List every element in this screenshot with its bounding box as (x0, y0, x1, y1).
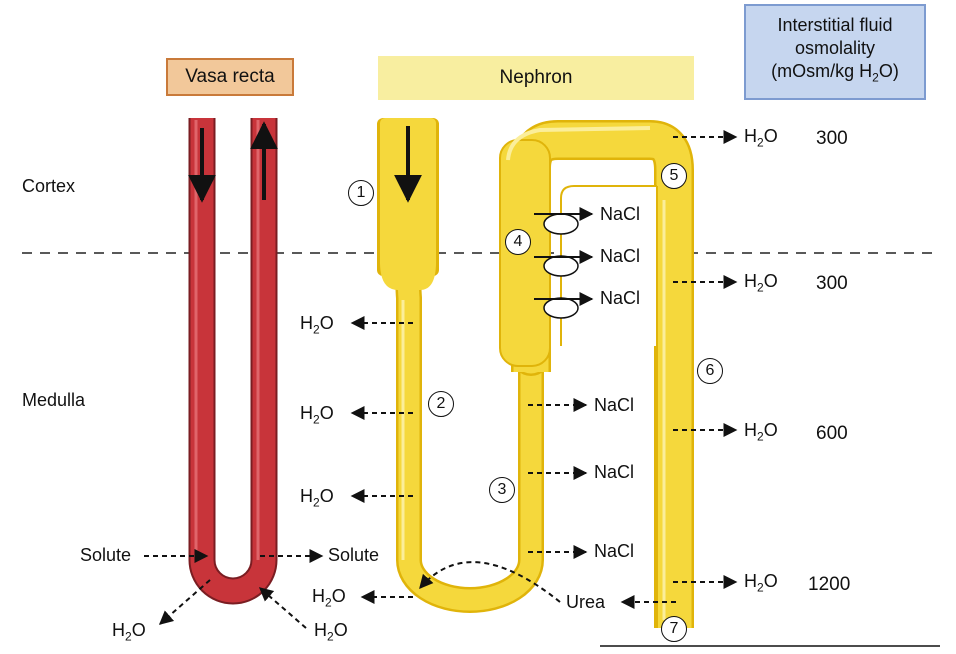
step-4-marker: 4 (505, 229, 531, 255)
step-2-marker: 2 (428, 391, 454, 417)
osmolality-value: 600 (816, 423, 848, 444)
nacl-pump-arrows (534, 207, 594, 306)
nephron-tubule (377, 118, 940, 647)
h2o-label: H2O (744, 420, 778, 444)
cortex-label: Cortex (22, 176, 76, 196)
nacl-pumps (543, 213, 579, 319)
vasa-recta-label: Vasa recta (166, 58, 294, 96)
h2o-label: H2O (300, 403, 334, 427)
vasa-recta-loop (188, 118, 278, 605)
nephron-text: Nephron (499, 67, 573, 88)
solute-label: Solute (328, 545, 380, 565)
transport-arrows (144, 130, 738, 629)
solute-label: Solute (80, 545, 132, 565)
medulla-label: Medulla (22, 390, 86, 410)
osmolality-line-2: osmolality (794, 38, 876, 59)
nacl-label: NaCl (594, 462, 635, 482)
osmolality-line-1: Interstitial fluid (777, 15, 893, 36)
nacl-label: NaCl (594, 395, 635, 415)
urea-label: Urea (566, 592, 606, 612)
osmolality-header: Interstitial fluid osmolality (mOsm/kg H… (744, 4, 926, 100)
step-5-marker: 5 (661, 163, 687, 189)
h2o-label: H2O (312, 586, 346, 610)
nephron-label: Nephron (378, 56, 694, 100)
osmolality-line-3: (mOsm/kg H2O) (771, 61, 899, 85)
h2o-label: H2O (112, 620, 146, 644)
nacl-label: NaCl (600, 204, 641, 224)
vasa-recta-tube (190, 118, 276, 603)
step-1-marker: 1 (348, 180, 374, 206)
h2o-label: H2O (300, 313, 334, 337)
step-6-marker: 6 (697, 358, 723, 384)
vasa-recta-text: Vasa recta (185, 66, 275, 87)
h2o-label: H2O (744, 271, 778, 295)
step-3-marker: 3 (489, 477, 515, 503)
h2o-label: H2O (744, 571, 778, 595)
osmolality-value: 1200 (808, 574, 851, 595)
nacl-label: NaCl (594, 541, 635, 561)
step-7-marker: 7 (661, 616, 687, 642)
nacl-label: NaCl (600, 288, 641, 308)
osmolality-value: 300 (816, 273, 848, 294)
h2o-label: H2O (300, 486, 334, 510)
osmolality-value: 300 (816, 128, 848, 149)
h2o-label: H2O (744, 126, 778, 150)
nacl-label: NaCl (600, 246, 641, 266)
h2o-label: H2O (314, 620, 348, 644)
